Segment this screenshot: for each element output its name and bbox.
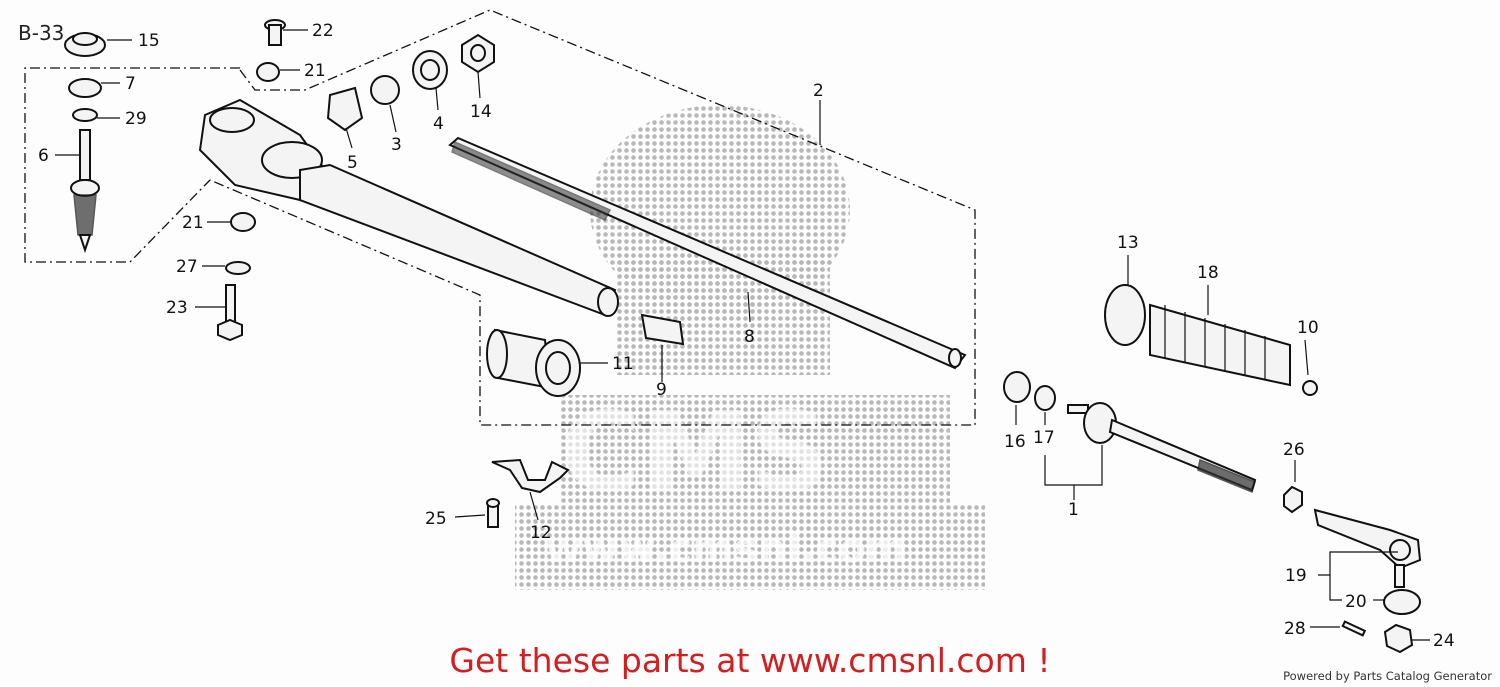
part-label-21-left[interactable]: 21 [182,213,204,233]
pinion-shaft-assembly [64,32,106,254]
watermark-url: www.cmsnl.com [545,526,908,572]
mounting-clamp [486,458,570,528]
part-label-16[interactable]: 16 [1004,432,1026,452]
credit-text: Powered by Parts Catalog Generator [1283,669,1492,683]
part-label-27[interactable]: 27 [176,257,198,277]
part-label-4[interactable]: 4 [433,114,444,134]
promo-link[interactable]: Get these parts at www.cmsnl.com ! [449,641,1051,680]
part-label-28[interactable]: 28 [1284,619,1306,639]
part-label-15[interactable]: 15 [138,31,160,51]
diagram-code: B-33 [18,21,64,45]
rack-bushings [486,313,685,397]
assembly-outlines [24,9,976,426]
part-label-2[interactable]: 2 [813,81,824,101]
leader-lines [55,29,1430,641]
part-label-21-top[interactable]: 21 [304,61,326,81]
watermark: CMS www.cmsnl.com [515,105,985,590]
part-number-labels: 15 7 29 6 22 21 5 3 4 14 2 21 27 23 11 9… [38,21,1455,651]
part-label-24[interactable]: 24 [1433,631,1455,651]
part-label-19[interactable]: 19 [1285,566,1307,586]
part-label-26[interactable]: 26 [1283,440,1305,460]
part-label-14[interactable]: 14 [470,102,492,122]
mounting-bolt-parts [217,212,256,342]
part-label-13[interactable]: 13 [1117,233,1139,253]
part-label-11[interactable]: 11 [612,354,634,374]
watermark-brand: CMS [560,388,829,516]
upper-small-parts [256,19,495,132]
part-label-6[interactable]: 6 [38,146,49,166]
part-label-25[interactable]: 25 [425,509,447,529]
part-label-9[interactable]: 9 [656,380,667,400]
tie-rod-assembly [1003,284,1422,654]
steering-gearbox-housing [198,98,619,317]
part-label-10[interactable]: 10 [1297,318,1319,338]
steering-rack [448,136,967,370]
part-label-23[interactable]: 23 [166,298,188,318]
part-label-12[interactable]: 12 [530,523,552,543]
part-label-8[interactable]: 8 [744,327,755,347]
part-label-3[interactable]: 3 [391,135,402,155]
part-label-22[interactable]: 22 [312,21,334,41]
part-label-29[interactable]: 29 [125,109,147,129]
part-label-17[interactable]: 17 [1033,428,1055,448]
part-label-1[interactable]: 1 [1068,500,1079,520]
part-label-18[interactable]: 18 [1197,263,1219,283]
part-label-7[interactable]: 7 [125,74,136,94]
part-label-5[interactable]: 5 [347,153,358,173]
part-label-20[interactable]: 20 [1345,592,1367,612]
